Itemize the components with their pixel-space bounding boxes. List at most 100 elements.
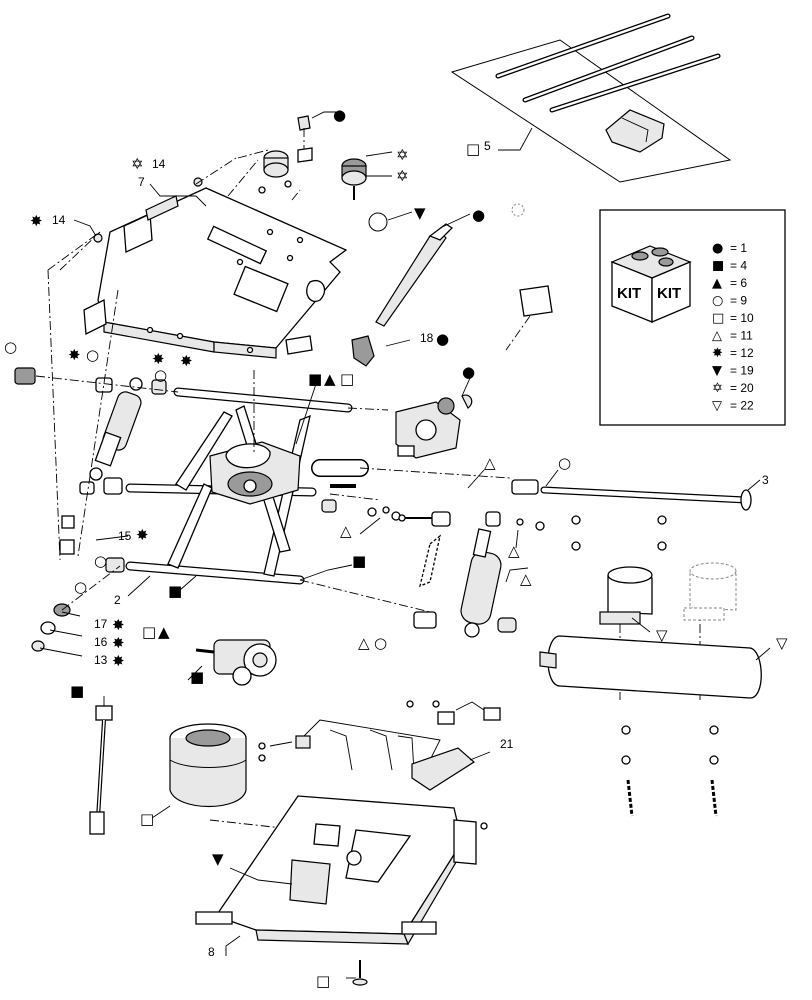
shaft-rod bbox=[511, 479, 752, 511]
connector-plug bbox=[505, 285, 553, 351]
marker-star-filled: ✸ bbox=[112, 652, 125, 670]
callout-17: 17 bbox=[94, 617, 108, 631]
callout-7: 7 bbox=[138, 175, 145, 189]
legend-frame bbox=[599, 209, 786, 426]
callout-8: 8 bbox=[208, 945, 215, 959]
marker-triangle-up-filled: ▲ bbox=[158, 623, 170, 641]
marker-square-open: □ bbox=[316, 972, 330, 990]
marker-circle-filled: ● bbox=[462, 363, 475, 381]
marker-triangle-up-filled: ▲ bbox=[324, 370, 336, 388]
top-plate bbox=[83, 187, 348, 359]
legend-value: = 12 bbox=[730, 346, 754, 360]
legend-value: = 20 bbox=[730, 381, 754, 395]
legend-symbol: ▼ bbox=[712, 364, 722, 379]
callout-15: 15 bbox=[118, 529, 132, 543]
callout-13: 13 bbox=[94, 653, 108, 667]
callout-16: 16 bbox=[94, 635, 108, 649]
marker-circle-filled: ● bbox=[436, 330, 449, 348]
marker-square-open: □ bbox=[140, 810, 154, 828]
marker-triangle-up-open: △ bbox=[340, 522, 352, 540]
kit-label-front: KIT bbox=[617, 285, 641, 302]
marker-star-filled: ✸ bbox=[136, 526, 149, 544]
callout-3: 3 bbox=[762, 473, 769, 487]
marker-circle-open: ○ bbox=[74, 578, 87, 596]
scissor-mechanism bbox=[125, 387, 369, 585]
legend-symbol: ✡ bbox=[712, 381, 723, 396]
marker-square-open: □ bbox=[340, 370, 354, 388]
callout-2: 2 bbox=[114, 593, 121, 607]
marker-circle-open: ○ bbox=[154, 366, 167, 384]
marker-circle-filled: ● bbox=[472, 206, 485, 224]
legend-symbol: ● bbox=[712, 241, 723, 256]
legend-value: = 11 bbox=[730, 329, 753, 343]
callout-5: 5 bbox=[484, 139, 491, 153]
callout-18: 18 bbox=[420, 331, 434, 345]
kit-label-side: KIT bbox=[657, 285, 681, 302]
legend-symbol: □ bbox=[712, 311, 724, 326]
leader-lines bbox=[39, 111, 771, 979]
marker-square-filled: ■ bbox=[168, 582, 182, 600]
valve-assembly bbox=[395, 394, 473, 459]
marker-square-filled: ■ bbox=[70, 682, 84, 700]
legend-symbol: ▽ bbox=[712, 399, 722, 414]
marker-star-filled: ✸ bbox=[68, 346, 81, 364]
marker-star-filled: ✸ bbox=[152, 350, 165, 368]
legend-symbol: ■ bbox=[712, 259, 724, 274]
marker-square-open: □ bbox=[466, 140, 480, 158]
legend-value: = 19 bbox=[730, 364, 754, 378]
marker-square-filled: ■ bbox=[352, 552, 366, 570]
callout-14-top: 14 bbox=[152, 157, 166, 171]
rod-set bbox=[450, 13, 732, 183]
top-plate-hardware bbox=[93, 115, 525, 243]
callout-labels: 5 7 14 14 18 3 15 2 17 16 13 21 8 bbox=[52, 139, 769, 959]
marker-square-filled: ■ bbox=[308, 370, 322, 388]
marker-triangle-up-open: △ bbox=[484, 454, 496, 472]
marker-circle-open: ○ bbox=[4, 338, 17, 356]
marker-circle-open: ○ bbox=[86, 346, 99, 364]
marker-square-filled: ■ bbox=[190, 668, 204, 686]
kit-box-icon: KIT KIT bbox=[610, 245, 692, 323]
base-plate bbox=[195, 795, 488, 986]
marker-star-filled: ✸ bbox=[180, 352, 193, 370]
marker-star-open: ✡ bbox=[396, 167, 409, 185]
marker-triangle-up-open: △ bbox=[508, 542, 520, 560]
legend-symbol: ○ bbox=[712, 294, 723, 309]
marker-triangle-down-open: ▽ bbox=[776, 634, 788, 652]
air-tank bbox=[539, 515, 762, 817]
marker-star-filled: ✸ bbox=[112, 634, 125, 652]
bushings-left bbox=[14, 367, 167, 652]
ecu-harness bbox=[258, 700, 501, 791]
symbol-markers: ● □ ✡ ✡ ✡ ✸ ▼ ● ● ○ ✸ ○ ✸ ✸ ○ ■ ▲ □ ● △ … bbox=[4, 106, 788, 990]
marker-circle-open: ○ bbox=[374, 634, 387, 652]
marker-triangle-down-filled: ▼ bbox=[414, 204, 426, 222]
marker-star-filled: ✸ bbox=[112, 616, 125, 634]
marker-triangle-down-filled: ▼ bbox=[212, 850, 224, 868]
legend-items: ● = 1 ■ = 4 ▲ = 6 ○ = 9 □ = 10 △ = 11 ✸ = 12 ▼ = 19 ✡ = 2… bbox=[712, 241, 754, 414]
legend-symbol: △ bbox=[712, 329, 722, 344]
marker-star-open: ✡ bbox=[396, 146, 409, 164]
marker-circle-open: ○ bbox=[94, 552, 107, 570]
kit-legend: KIT KIT ● = 1 ■ = 4 ▲ = 6 ○ = 9 □ = 10 △ = 11 ✸ = 12 ▼… bbox=[599, 209, 786, 426]
legend-value: = 6 bbox=[730, 276, 747, 290]
legend-value: = 9 bbox=[730, 294, 747, 308]
motor-unit bbox=[195, 639, 277, 686]
marker-circle-open: ○ bbox=[558, 454, 571, 472]
legend-value: = 22 bbox=[730, 399, 754, 413]
legend-value: = 10 bbox=[730, 311, 754, 325]
marker-triangle-up-open: △ bbox=[520, 570, 532, 588]
legend-value: = 1 bbox=[730, 241, 747, 255]
legend-value: = 4 bbox=[730, 259, 747, 273]
wire-harness-left bbox=[89, 705, 113, 835]
marker-triangle-up-open: △ bbox=[358, 634, 370, 652]
washers-center bbox=[321, 484, 524, 526]
callout-21: 21 bbox=[500, 737, 514, 751]
marker-circle-filled: ● bbox=[333, 106, 346, 124]
marker-square-open: □ bbox=[142, 623, 156, 641]
callout-14-left: 14 bbox=[52, 213, 66, 227]
marker-star-open: ✡ bbox=[131, 155, 144, 173]
marker-triangle-down-open: ▽ bbox=[656, 626, 668, 644]
legend-symbol: ▲ bbox=[712, 276, 722, 291]
shock-absorber bbox=[89, 377, 143, 481]
legend-symbol: ✸ bbox=[712, 346, 723, 361]
